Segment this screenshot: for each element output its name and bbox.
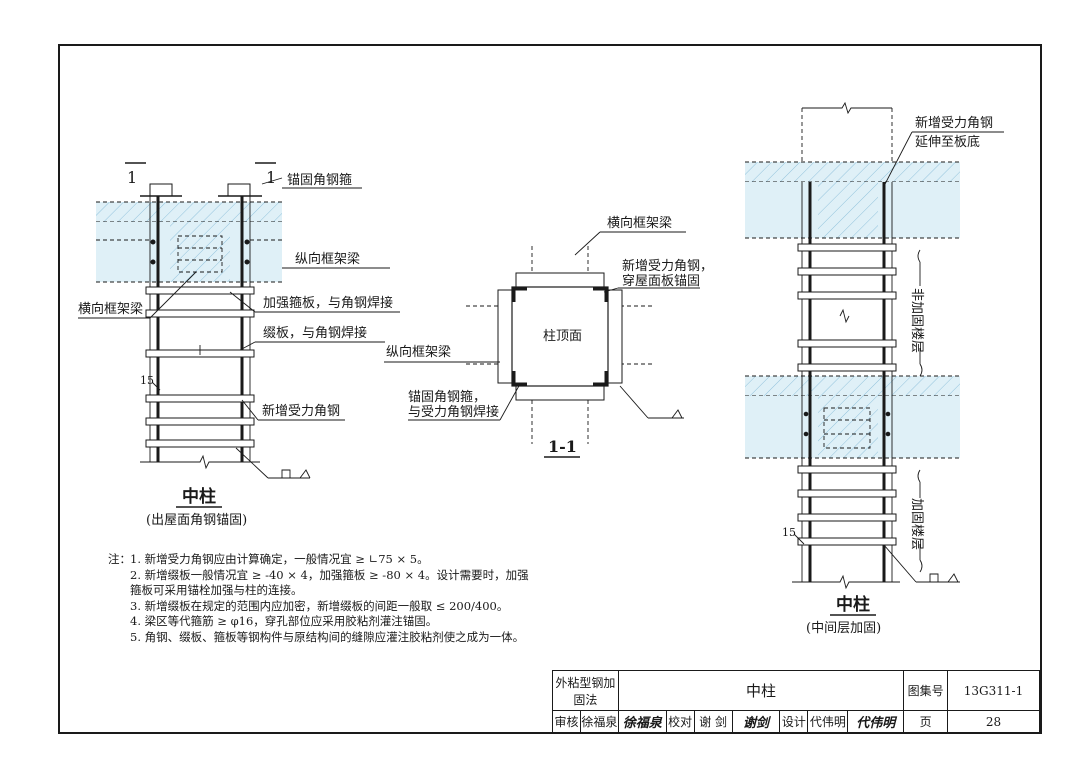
title-block: 外粘型钢加固法 中柱 图集号 13G311-1 审核 徐福泉 徐福泉 校对 谢 …: [552, 670, 1040, 733]
designer-signature: 代伟明: [847, 710, 905, 733]
label-trans-beam-left: 横向框架梁: [78, 301, 143, 317]
section-title: 1-1: [548, 437, 577, 456]
label-new-angle-section-2: 穿屋面板锚固: [622, 273, 700, 289]
checker-signature: 谢剑: [731, 710, 781, 733]
label-anchor-hoop-section-2: 与受力角钢焊接: [408, 404, 499, 420]
category-cell: 外粘型钢加固法: [552, 670, 619, 711]
label-extend: 延伸至板底: [915, 134, 980, 150]
page-number: 28: [947, 710, 1040, 733]
notes-block: 注： 1. 新增受力角钢应由计算确定，一般情况宜 ≥ ∟75 × 5。 2. 新…: [108, 552, 538, 645]
left-view-subtitle: (出屋面角钢锚固): [146, 513, 247, 528]
check-label: 校对: [665, 710, 695, 733]
note-item: 2. 新增缀板一般情况宜 ≥ -40 × 4，加强箍板 ≥ -80 × 4。设计…: [130, 567, 529, 598]
label-trans-beam-section: 横向框架梁: [607, 215, 672, 231]
dim-15-right: 15: [782, 526, 796, 539]
label-new-angle-right: 新增受力角钢: [915, 115, 993, 131]
label-strong-hoop: 加强箍板，与角钢焊接: [263, 295, 393, 311]
designer-name: 代伟明: [807, 710, 849, 733]
label-long-beam-section: 纵向框架梁: [386, 344, 451, 360]
section-column: [511, 286, 609, 387]
right-column-elevation: 新增受力角钢 延伸至板底 非加固楼层 加固楼层 15 中柱 (中间层加固): [745, 101, 1004, 636]
checker-name: 谢 剑: [693, 710, 733, 733]
label-reinforced: 加固楼层: [909, 498, 924, 550]
section-mark-left: 1: [127, 168, 137, 187]
section-1-1: 柱顶面 横向框架梁 新增受力角钢， 穿屋面板锚固 纵向框架梁 锚固角钢箍， 与受…: [384, 215, 713, 458]
label-non-reinforced: 非加固楼层: [909, 288, 924, 353]
drawing-frame: [58, 44, 1042, 734]
note-item: 1. 新增受力角钢应由计算确定，一般情况宜 ≥ ∟75 × 5。: [130, 552, 429, 566]
right-view-title: 中柱: [836, 594, 870, 615]
design-label: 设计: [779, 710, 809, 733]
label-long-beam: 纵向框架梁: [295, 251, 360, 267]
page-label: 页: [903, 710, 949, 733]
note-item: 3. 新增缀板在规定的范围内应加密，新增缀板的间距一般取 ≤ 200/400。: [130, 598, 509, 613]
right-batten-plates: [797, 243, 897, 546]
atlas-number: 13G311-1: [947, 670, 1040, 711]
left-view-title: 中柱: [182, 486, 216, 507]
reviewer-name: 徐福泉: [579, 710, 619, 733]
label-anchor-hoop: 锚固角钢箍: [287, 172, 352, 188]
label-new-angle-left: 新增受力角钢: [262, 403, 340, 419]
label-col-top: 柱顶面: [543, 329, 582, 344]
review-label: 审核: [552, 710, 581, 733]
notes-head: 注：: [108, 552, 131, 566]
label-anchor-hoop-section: 锚固角钢箍，: [408, 389, 486, 405]
note-item: 4. 梁区等代箍筋 ≥ φ16，穿孔部位应采用胶粘剂灌注锚固。: [130, 614, 438, 628]
label-new-angle-section: 新增受力角钢，: [622, 258, 713, 274]
label-batten: 缀板，与角钢焊接: [263, 325, 367, 341]
reviewer-signature: 徐福泉: [617, 710, 667, 733]
note-item: 5. 角钢、缀板、箍板等钢构件与原结构间的缝隙应灌注胶粘剂使之成为一体。: [130, 629, 525, 644]
section-mark-right: 1: [266, 168, 276, 187]
drawing-title: 中柱: [617, 670, 905, 711]
left-column-elevation: 1 1 锚固角钢箍 纵向框架梁 加强箍板，与角钢焊接 缀板，与角钢焊接 横向框架…: [78, 162, 400, 528]
left-batten-plates: [145, 286, 255, 448]
atlas-label: 图集号: [903, 670, 949, 711]
dim-15-left: 15: [140, 374, 154, 387]
right-view-subtitle: (中间层加固): [806, 621, 881, 636]
